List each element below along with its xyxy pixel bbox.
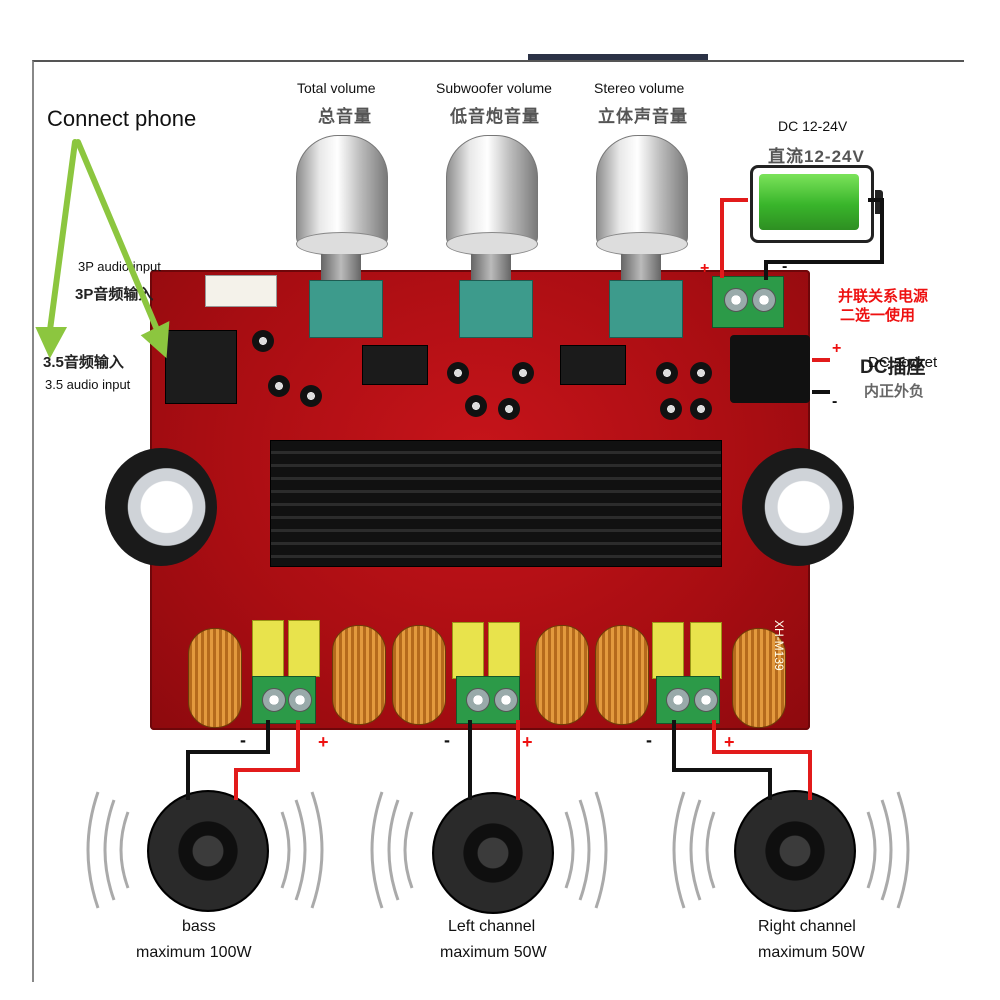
- terminal-screw: [288, 688, 312, 712]
- left-speaker: [432, 792, 554, 914]
- parallel-note-line1: 并联关系电源: [838, 288, 929, 305]
- stereo-volume-shaft: [621, 254, 661, 284]
- bulk-capacitor-right: [742, 448, 854, 566]
- bass-minus: -: [240, 730, 246, 750]
- terminal-screw: [494, 688, 518, 712]
- inductor-coil: [535, 625, 589, 725]
- total-volume-label-cn: 总音量: [318, 107, 372, 126]
- capacitor: [252, 330, 274, 352]
- terminal-screw: [694, 688, 718, 712]
- polarity-label: 内正外负: [864, 383, 925, 400]
- dc-socket[interactable]: [730, 335, 810, 403]
- 3-5-input-label-cn: 3.5音频输入: [43, 354, 124, 371]
- subwoofer-volume-knob[interactable]: [446, 135, 538, 247]
- inductor-coil: [332, 625, 386, 725]
- 3p-input-label-cn: 3P音频输入: [75, 286, 154, 303]
- capacitor: [690, 398, 712, 420]
- inductor-coil: [188, 628, 242, 728]
- capacitor: [656, 362, 678, 384]
- capacitor: [447, 362, 469, 384]
- subwoofer-volume-label-en: Subwoofer volume: [436, 80, 552, 96]
- power-minus-sign: -: [782, 258, 788, 275]
- terminal-screw: [724, 288, 748, 312]
- parallel-note-line2: 二选一使用: [840, 307, 916, 324]
- stereo-volume-label-en: Stereo volume: [594, 80, 685, 96]
- power-plus-sign: +: [700, 260, 710, 277]
- sound-waves: [86, 791, 910, 909]
- capacitor: [512, 362, 534, 384]
- dc-voltage-label-cn: 直流12-24V: [768, 147, 865, 166]
- stereo-volume-label-cn: 立体声音量: [598, 107, 688, 126]
- film-capacitor: [452, 622, 484, 679]
- left-channel-label: Left channel: [448, 918, 536, 935]
- speaker-wires: [186, 720, 812, 800]
- capacitor: [690, 362, 712, 384]
- total-volume-knob-base: [296, 232, 388, 256]
- right-power-label: maximum 50W: [758, 944, 865, 961]
- 3-5mm-audio-jack: [165, 330, 237, 404]
- right-plus: +: [724, 732, 735, 752]
- 3p-audio-connector: [205, 275, 277, 307]
- film-capacitor: [690, 622, 722, 679]
- capacitor: [498, 398, 520, 420]
- ic-chip-right: [560, 345, 626, 385]
- top-strip: [528, 54, 708, 62]
- heatsink: [270, 440, 722, 567]
- 3-5-input-label-en: 3.5 audio input: [45, 377, 131, 392]
- diagram-frame: [32, 60, 964, 982]
- total-volume-shaft: [321, 254, 361, 284]
- terminal-screw: [466, 688, 490, 712]
- film-capacitor: [288, 620, 320, 677]
- right-speaker: [734, 790, 856, 912]
- 3p-input-label-en: 3P audio input: [78, 259, 161, 274]
- right-channel-label: Right channel: [758, 918, 856, 935]
- inductor-coil: [732, 628, 786, 728]
- bass-label: bass: [182, 918, 216, 935]
- dc-voltage-label-en: DC 12-24V: [778, 118, 848, 134]
- capacitor: [660, 398, 682, 420]
- power-wires: [720, 198, 884, 394]
- left-minus: -: [444, 730, 450, 750]
- inductor-coil: [595, 625, 649, 725]
- right-minus: -: [646, 730, 652, 750]
- connect-phone-arrows: [35, 139, 170, 359]
- total-volume-knob[interactable]: [296, 135, 388, 247]
- capacitor: [268, 375, 290, 397]
- subwoofer-volume-potentiometer: [459, 280, 533, 338]
- subwoofer-volume-shaft: [471, 254, 511, 284]
- bass-speaker: [147, 790, 269, 912]
- bulk-capacitor-left: [105, 448, 217, 566]
- total-volume-label-en: Total volume: [297, 80, 376, 96]
- total-volume-potentiometer: [309, 280, 383, 338]
- bass-plus: +: [318, 732, 329, 752]
- dc-minus-sign: -: [832, 393, 838, 410]
- ic-chip-left: [362, 345, 428, 385]
- connect-phone-label: Connect phone: [47, 106, 197, 131]
- left-plus: +: [522, 732, 533, 752]
- dc-plus-sign: +: [832, 340, 842, 357]
- film-capacitor: [252, 620, 284, 677]
- left-power-label: maximum 50W: [440, 944, 547, 961]
- film-capacitor: [652, 622, 684, 679]
- stereo-volume-potentiometer: [609, 280, 683, 338]
- terminal-screw: [752, 288, 776, 312]
- bass-power-label: maximum 100W: [136, 944, 252, 961]
- terminal-screw: [262, 688, 286, 712]
- terminal-screw: [666, 688, 690, 712]
- capacitor: [300, 385, 322, 407]
- dc-socket-label-en: DC socket: [868, 354, 938, 371]
- capacitor: [465, 395, 487, 417]
- dc-socket-label-cn: DC插座: [860, 357, 926, 378]
- subwoofer-volume-label-cn: 低音炮音量: [450, 107, 540, 126]
- inductor-coil: [392, 625, 446, 725]
- battery-icon: [750, 165, 883, 243]
